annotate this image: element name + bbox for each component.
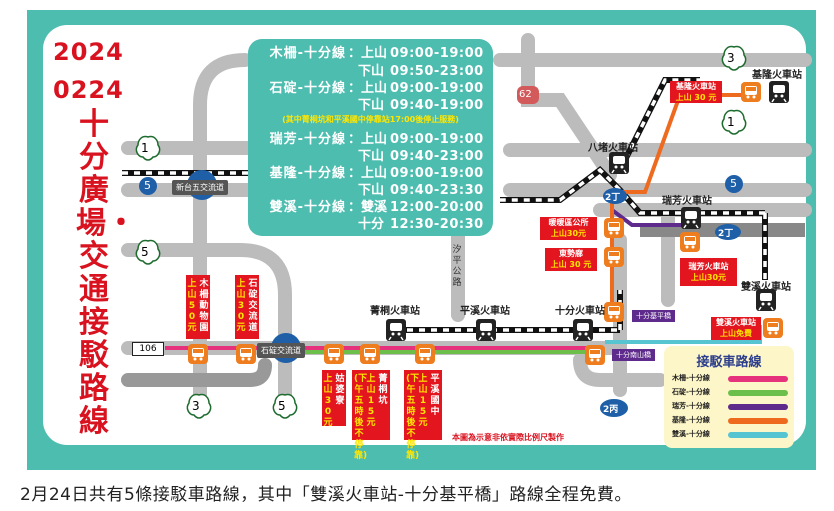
station-label-keelung: 基隆火車站 xyxy=(752,70,802,81)
bus-icon-dongshi xyxy=(604,247,624,267)
station-label-shifen: 十分火車站 xyxy=(555,306,605,317)
legend-item: 石碇-十分線 xyxy=(672,387,790,399)
fare-tag-jingtongkeng: 菁桐坑上山15元(下午五時後不停靠) xyxy=(352,370,390,461)
fare-tag-nuannuan: 暖暖區公所上山30元 xyxy=(540,217,597,240)
train-icon-keelung xyxy=(768,80,790,104)
route-106-label: 106 xyxy=(132,342,164,356)
road-south-loop xyxy=(573,353,667,387)
fwy-2bing-badge xyxy=(600,399,628,417)
road-62 xyxy=(521,33,617,182)
fwy-5-label-east: 5 xyxy=(730,177,737,190)
road-dark-south xyxy=(121,358,272,387)
prov-1-label-east: 1 xyxy=(727,115,735,129)
station-label-pingxi: 平溪火車站 xyxy=(460,306,510,317)
fwy-2ding-label-a: 2丁 xyxy=(605,193,621,203)
fwy-2ding-badge-b xyxy=(715,224,741,240)
fwy-2ding-badge-a xyxy=(603,188,627,204)
route-legend: 接駁車路線 木柵-十分線 石碇-十分線 瑞芳-十分線 基隆-十分線 雙溪-十分線 xyxy=(664,346,794,448)
fare-tag-shiding-ic: 石碇交流道上山30元 xyxy=(235,275,259,339)
fwy-5-badge-west xyxy=(139,177,157,195)
bus-icon-shiding xyxy=(236,344,256,364)
interchange-label-xintai: 新台五交流道 xyxy=(172,180,228,195)
fare-tag-ruifang: 瑞芳火車站上山30元 xyxy=(680,258,737,286)
fwy-5-label-west: 5 xyxy=(144,179,151,192)
disclaimer: 本圖為示意非依實際比例尺製作 xyxy=(452,433,564,442)
page-title: 十分廣場・交通接駁路線 xyxy=(76,107,136,439)
prov-5-label-west: 5 xyxy=(141,245,149,259)
prov-3-label-north: 3 xyxy=(727,51,735,65)
legend-swatch xyxy=(728,432,788,438)
station-label-shuangxi: 雙溪火車站 xyxy=(741,282,791,293)
train-icon-jingtong xyxy=(385,318,407,342)
schedule-note: (其中菁桐坑和平溪國中停靠站17:00後停止服務) xyxy=(282,115,459,124)
fare-tag-gupo: 姑婆寮上山30元 xyxy=(322,370,346,428)
train-icon-pingxi xyxy=(475,318,497,342)
prov-1-label-west: 1 xyxy=(141,141,149,155)
legend-item: 基隆-十分線 xyxy=(672,415,790,427)
bus-icon-jingtongkeng xyxy=(360,344,380,364)
bus-icon-gupo xyxy=(324,344,344,364)
bus-icon-ruifang xyxy=(680,232,700,252)
fare-tag-pingxi-jh: 平溪國中上山15元(下午五時後不停靠) xyxy=(404,370,442,461)
route-62-badge xyxy=(517,86,539,104)
legend-title: 接駁車路線 xyxy=(696,355,762,370)
fwy-2bing-label: 2丙 xyxy=(603,405,619,415)
fare-tag-shuangxi: 雙溪火車站上山免費 xyxy=(711,317,761,340)
station-label-badu: 八堵火車站 xyxy=(588,143,638,154)
xiping-road-label: 汐平公路 xyxy=(452,245,462,288)
stop-label-nanshan-bridge: 十分南山橋 xyxy=(612,349,655,361)
bus-icon-jiping xyxy=(604,302,624,322)
legend-item: 雙溪-十分線 xyxy=(672,429,790,441)
legend-swatch xyxy=(728,390,788,396)
year-label: 2024 xyxy=(53,38,124,66)
prov-3-label-south: 3 xyxy=(192,399,200,413)
stop-label-jiping-bridge: 十分基平橋 xyxy=(632,310,675,322)
station-label-ruifang: 瑞芳火車站 xyxy=(662,196,712,207)
route-62-label: 62 xyxy=(519,89,532,100)
bus-icon-keelung xyxy=(741,82,761,102)
legend-swatch xyxy=(728,376,788,382)
train-icon-ruifang xyxy=(680,206,702,230)
road-prov-5-west xyxy=(121,243,292,412)
legend-swatch xyxy=(728,404,788,410)
interchange-label-shiding: 石碇交流道 xyxy=(257,343,305,358)
legend-swatch xyxy=(728,418,788,424)
bus-icon-shuangxi xyxy=(763,318,783,338)
bus-icon-pingxi-jh xyxy=(415,344,435,364)
caption: 2月24日共有5條接駁車路線，其中「雙溪火車站-十分基平橋」路線全程免費。 xyxy=(20,485,632,505)
bus-icon-muzha xyxy=(188,344,208,364)
fwy-5-badge-east xyxy=(725,175,743,193)
prov-5-label-south: 5 xyxy=(278,399,286,413)
train-icon-badu xyxy=(608,151,630,175)
road-main-vertical xyxy=(193,53,252,412)
fare-tag-dongshi: 東勢廍上山 30 元 xyxy=(545,248,597,271)
train-icon-shifen xyxy=(572,318,594,342)
bus-icon-nuannuan xyxy=(604,218,624,238)
bus-icon-nanshan xyxy=(585,345,605,365)
fare-tag-muzha-zoo: 木柵動物園上山50元 xyxy=(186,275,210,339)
fwy-2ding-label-b: 2丁 xyxy=(718,229,734,239)
fare-tag-keelung: 基隆火車站上山 30 元 xyxy=(670,81,722,103)
station-label-jingtong: 菁桐火車站 xyxy=(370,306,420,317)
legend-item: 木柵-十分線 xyxy=(672,373,790,385)
date-label: 0224 xyxy=(53,76,124,104)
legend-item: 瑞芳-十分線 xyxy=(672,401,790,413)
